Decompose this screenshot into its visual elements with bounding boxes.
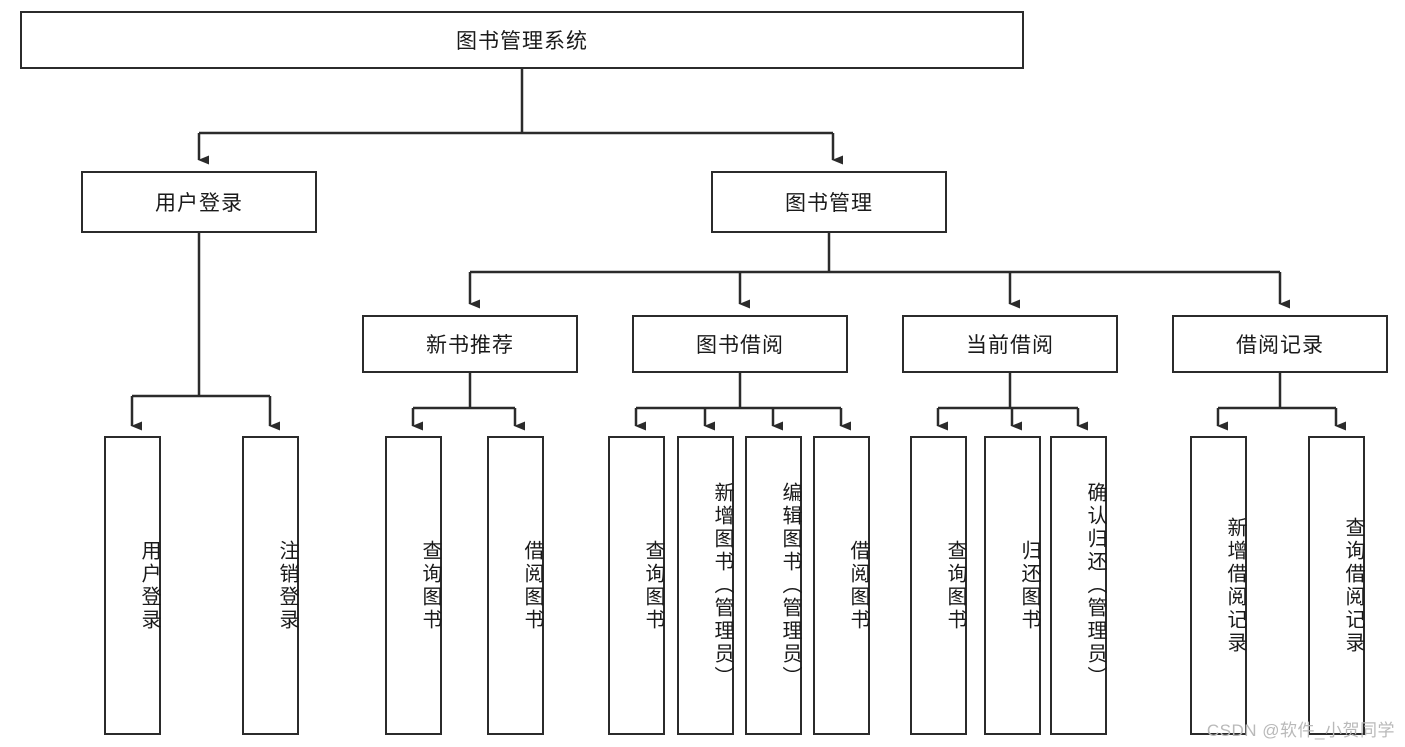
leaf-borrow-books-newbook[interactable]: 借阅图书 bbox=[487, 436, 544, 735]
leaf-query-books-borrowing[interactable]: 查询图书 bbox=[608, 436, 665, 735]
node-label: 查询图书 bbox=[642, 539, 664, 632]
node-label: 借阅记录 bbox=[1236, 334, 1324, 357]
node-label: 查询借阅记录 bbox=[1342, 516, 1364, 655]
node-label: 查询图书 bbox=[419, 539, 441, 632]
node-label: 借阅图书 bbox=[847, 539, 869, 632]
node-label: 图书借阅 bbox=[696, 334, 784, 357]
node-label: 归还图书 bbox=[1018, 539, 1040, 632]
leaf-add-book-admin[interactable]: 新增图书（管理员） bbox=[677, 436, 734, 735]
leaf-edit-book-admin[interactable]: 编辑图书（管理员） bbox=[745, 436, 802, 735]
leaf-confirm-return-admin[interactable]: 确认归还（管理员） bbox=[1050, 436, 1107, 735]
node-new-book-recommendation[interactable]: 新书推荐 bbox=[362, 315, 578, 373]
node-user-login[interactable]: 用户登录 bbox=[81, 171, 317, 233]
node-label: 注销登录 bbox=[276, 539, 298, 632]
leaf-borrow-books-borrowing[interactable]: 借阅图书 bbox=[813, 436, 870, 735]
leaf-return-books[interactable]: 归还图书 bbox=[984, 436, 1041, 735]
leaf-logout[interactable]: 注销登录 bbox=[242, 436, 299, 735]
node-root-book-management-system[interactable]: 图书管理系统 bbox=[20, 11, 1024, 69]
leaf-query-books-current[interactable]: 查询图书 bbox=[910, 436, 967, 735]
leaf-add-borrow-record[interactable]: 新增借阅记录 bbox=[1190, 436, 1247, 735]
node-label: 查询图书 bbox=[944, 539, 966, 632]
node-label: 图书管理系统 bbox=[456, 30, 588, 53]
node-label: 当前借阅 bbox=[966, 334, 1054, 357]
node-label: 确认归还（管理员） bbox=[1084, 482, 1106, 689]
node-label: 图书管理 bbox=[785, 192, 873, 215]
leaf-user-login[interactable]: 用户登录 bbox=[104, 436, 161, 735]
node-label: 编辑图书（管理员） bbox=[779, 482, 801, 689]
node-current-borrowing[interactable]: 当前借阅 bbox=[902, 315, 1118, 373]
node-label: 借阅图书 bbox=[521, 539, 543, 632]
node-label: 新增图书（管理员） bbox=[711, 482, 733, 689]
node-label: 新书推荐 bbox=[426, 334, 514, 357]
node-borrow-records[interactable]: 借阅记录 bbox=[1172, 315, 1388, 373]
node-label: 新增借阅记录 bbox=[1224, 516, 1246, 655]
node-label: 用户登录 bbox=[155, 192, 243, 215]
node-book-management[interactable]: 图书管理 bbox=[711, 171, 947, 233]
leaf-query-books-newbook[interactable]: 查询图书 bbox=[385, 436, 442, 735]
leaf-query-borrow-record[interactable]: 查询借阅记录 bbox=[1308, 436, 1365, 735]
node-book-borrowing[interactable]: 图书借阅 bbox=[632, 315, 848, 373]
node-label: 用户登录 bbox=[138, 539, 160, 632]
